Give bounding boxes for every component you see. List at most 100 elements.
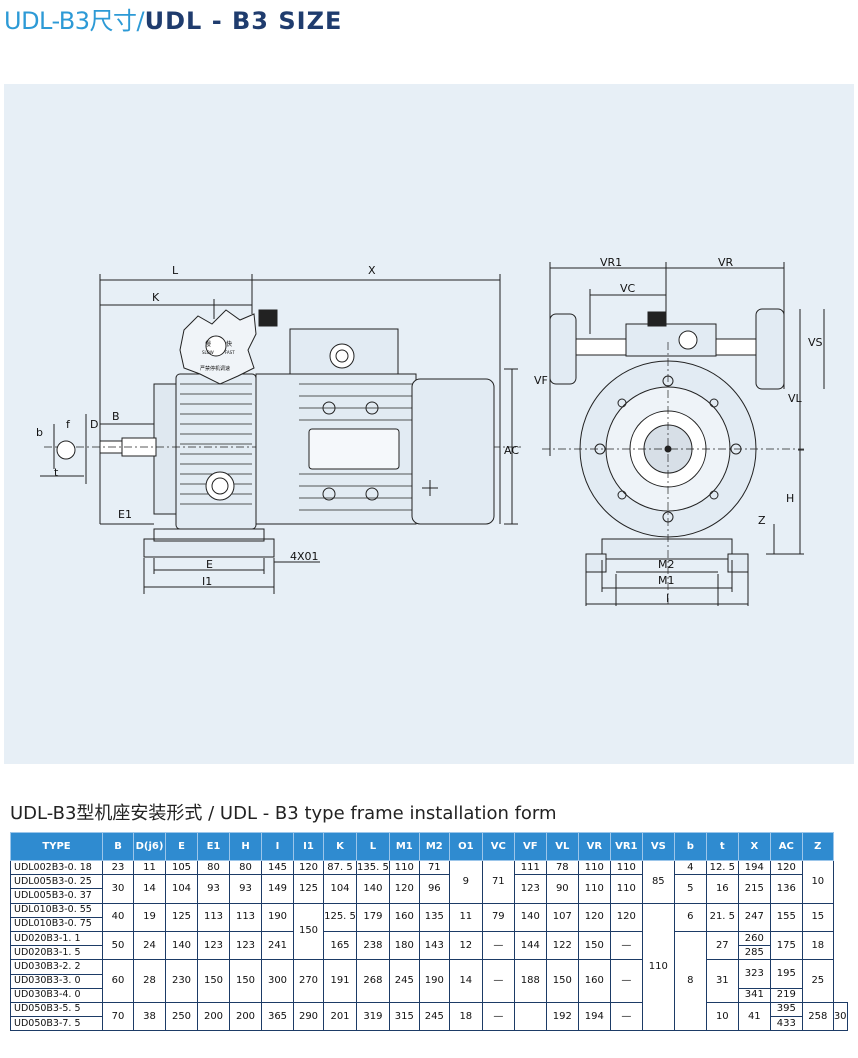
label-b: b	[36, 426, 43, 439]
title-separator: /	[136, 7, 145, 35]
handwheel-right	[755, 308, 785, 390]
header-vl: VL	[545, 832, 579, 861]
label-VR1: VR1	[600, 256, 622, 269]
header-h: H	[229, 832, 262, 861]
label-bolt: 4X01	[290, 550, 319, 563]
table-title-cn: UDL-B3型机座安装形式	[10, 803, 203, 824]
cell-type: UDL010B3-0. 55	[10, 902, 103, 918]
cell: 110	[609, 874, 643, 904]
dimension-drawing: L X K B D b f t E1 E I1 AC 4X01 慢 快 SLOW…	[36, 256, 825, 606]
header-vc: VC	[481, 832, 515, 861]
cell: 21. 5	[705, 902, 739, 932]
cell: 230	[165, 959, 198, 1003]
cell: 5	[673, 874, 707, 904]
table-row: UD050B3-5. 5 70 38 250 200 200 365 290 2…	[10, 1001, 848, 1032]
motor-fan-cover	[411, 378, 495, 525]
cell-type: UD030B3-3. 0	[10, 973, 103, 989]
gearbox-body	[175, 373, 257, 530]
header-o1: O1	[448, 832, 483, 861]
cell: 38	[133, 1001, 166, 1032]
knob-text-slow-en: SLOW	[202, 350, 214, 355]
label-K: K	[152, 291, 160, 304]
cell: 19	[133, 902, 166, 932]
cell: 122	[545, 930, 579, 961]
cell: 96	[418, 874, 450, 904]
header-vs: VS	[641, 832, 675, 861]
cell: 135. 5	[356, 859, 390, 876]
cell: —	[609, 1001, 643, 1032]
cell-type: UDL002B3-0. 18	[10, 859, 103, 876]
cell: 30	[832, 1001, 848, 1032]
cell: —	[481, 959, 515, 1003]
cell: 215	[737, 874, 771, 904]
cell: 107	[545, 902, 579, 932]
header-m2: M2	[418, 832, 450, 861]
cell: 150	[229, 959, 262, 1003]
cell: 10	[801, 860, 834, 904]
cell: 110	[577, 859, 611, 876]
cell: 6	[673, 902, 707, 932]
cell: 194	[737, 859, 771, 876]
label-E: E	[206, 558, 213, 571]
cell: —	[481, 930, 515, 961]
cell: 341	[737, 987, 771, 1003]
cell: 104	[165, 874, 198, 904]
cell: 268	[356, 959, 390, 1003]
cell: 27	[705, 930, 739, 961]
cell: 155	[769, 902, 803, 932]
cell: 195	[769, 959, 803, 989]
cell: 12	[448, 930, 483, 961]
table-title: UDL-B3型机座安装形式 / UDL - B3 type frame inst…	[10, 799, 557, 825]
cell: 160	[388, 902, 420, 932]
cell: 433	[769, 1016, 803, 1032]
cell: 105	[165, 859, 198, 876]
cell: 11	[448, 902, 483, 932]
cell: 9	[448, 860, 483, 904]
cell-type: UD050B3-5. 5	[10, 1001, 103, 1018]
label-B: B	[112, 410, 120, 423]
cell: 247	[737, 902, 771, 932]
label-D: D	[90, 418, 98, 431]
page-title: UDL-B3尺寸/UDL - B3 SIZE	[4, 6, 342, 36]
header-vr1: VR1	[609, 832, 643, 861]
label-VS: VS	[808, 336, 823, 349]
cell: 110	[388, 859, 420, 876]
cell: 200	[229, 1001, 262, 1032]
cell: 18	[801, 930, 834, 961]
cell: 104	[323, 874, 357, 904]
header-l: L	[356, 832, 390, 861]
cell: 144	[513, 930, 547, 961]
cell: 315	[388, 1001, 420, 1032]
cell: 41	[737, 1001, 771, 1032]
cell: 79	[481, 902, 515, 932]
cell: 123	[197, 930, 230, 961]
cell: —	[609, 959, 643, 1003]
cell: 14	[448, 959, 483, 1003]
label-H: H	[786, 492, 794, 505]
cell: 160	[577, 959, 611, 1003]
table-title-separator: /	[202, 803, 220, 824]
label-X: X	[368, 264, 376, 277]
cell: 260	[737, 930, 771, 947]
cell: 80	[229, 859, 262, 876]
cell: 71	[481, 860, 515, 904]
cell: 136	[769, 874, 803, 904]
cell: 285	[737, 945, 771, 961]
label-M1: M1	[658, 574, 675, 587]
label-M2: M2	[658, 558, 675, 571]
cell: 25	[801, 959, 834, 1003]
cell: 270	[293, 959, 324, 1003]
cell-type: UDL005B3-0. 25	[10, 874, 103, 890]
cell: 80	[197, 859, 230, 876]
header-type: TYPE	[10, 832, 103, 861]
label-Z: Z	[758, 514, 766, 527]
label-L: L	[172, 264, 179, 277]
handwheel-left	[549, 313, 577, 385]
knob-text-fast: 快	[226, 340, 232, 348]
cell: 123	[513, 874, 547, 904]
cell: 165	[323, 930, 357, 961]
cell: 125	[165, 902, 198, 932]
table-row: UD050B3-7. 5 433	[10, 1016, 848, 1032]
cell: 24	[133, 930, 166, 961]
header-vf: VF	[513, 832, 547, 861]
